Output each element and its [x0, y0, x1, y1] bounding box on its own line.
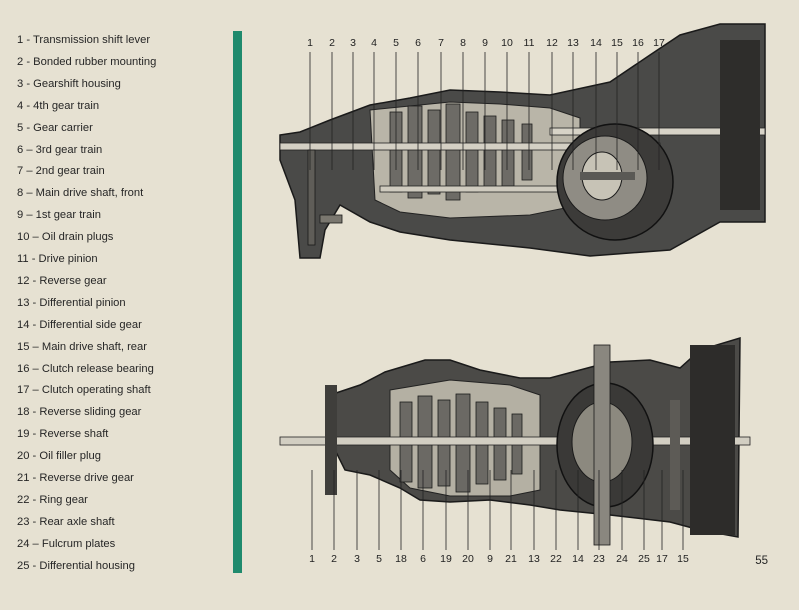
callout-number: 5: [376, 553, 382, 565]
legend-item: 6 – 3rd gear train: [17, 143, 103, 156]
callout-number: 8: [460, 37, 466, 49]
bottom-housing-drawing: [279, 336, 751, 546]
callout-number: 13: [528, 553, 540, 565]
callout-number: 23: [593, 553, 605, 565]
callout-number: 24: [616, 553, 628, 565]
callout-number: 9: [482, 37, 488, 49]
callout-number: 1: [307, 37, 313, 49]
callout-number: 2: [329, 37, 335, 49]
callout-number: 5: [393, 37, 399, 49]
legend-item: 19 - Reverse shaft: [17, 428, 109, 441]
top-callout-leaders: [309, 52, 660, 170]
callout-number: 17: [656, 553, 668, 565]
callout-number: 2: [331, 553, 337, 565]
callout-number: 19: [440, 553, 452, 565]
legend-item: 24 – Fulcrum plates: [17, 537, 116, 550]
legend-item: 18 - Reverse sliding gear: [17, 406, 142, 419]
top-housing-drawing: [279, 23, 766, 259]
legend-item: 7 – 2nd gear train: [17, 165, 105, 178]
callout-number: 14: [572, 553, 584, 565]
callout-number: 22: [550, 553, 562, 565]
legend-item: 23 - Rear axle shaft: [17, 515, 115, 528]
legend-item: 11 - Drive pinion: [17, 253, 98, 265]
callout-number: 3: [354, 553, 360, 565]
callout-number: 15: [677, 553, 689, 565]
callout-number: 15: [611, 37, 623, 49]
callout-number: 18: [395, 553, 407, 565]
legend-item: 20 - Oil filler plug: [17, 450, 101, 463]
legend-item: 3 - Gearshift housing: [17, 77, 121, 90]
callout-number: 10: [501, 37, 513, 49]
callout-number: 16: [632, 37, 644, 49]
legend-item: 1 - Transmission shift lever: [17, 34, 151, 46]
legend-item: 9 – 1st gear train: [17, 209, 101, 222]
legend-item: 15 – Main drive shaft, rear: [17, 340, 147, 353]
legend-item: 10 – Oil drain plugs: [17, 231, 114, 244]
callout-number: 1: [309, 553, 315, 565]
callout-number: 21: [505, 553, 517, 565]
page-number: 55: [755, 555, 768, 567]
callout-number: 6: [420, 553, 426, 565]
callout-number: 9: [487, 553, 493, 565]
callout-number: 6: [415, 37, 421, 49]
callout-number: 20: [462, 553, 474, 565]
callout-number: 14: [590, 37, 602, 49]
callout-number: 4: [371, 37, 377, 49]
callout-number: 17: [653, 37, 665, 49]
callout-number: 12: [546, 37, 558, 49]
legend-item: 16 – Clutch release bearing: [17, 362, 154, 375]
legend-item: 21 - Reverse drive gear: [17, 472, 134, 484]
legend-item: 5 - Gear carrier: [17, 121, 93, 134]
callout-number: 7: [438, 37, 444, 49]
legend-item: 22 - Ring gear: [17, 493, 88, 506]
parts-legend: 1 - Transmission shift lever 2 - Bonded r…: [0, 0, 230, 610]
bottom-callout-leaders: [311, 470, 684, 550]
legend-item: 25 - Differential housing: [17, 559, 135, 572]
legend-item: 17 – Clutch operating shaft: [17, 384, 151, 397]
legend-item: 4 - 4th gear train: [17, 99, 100, 112]
legend-item: 8 – Main drive shaft, front: [17, 187, 144, 200]
callout-number: 11: [524, 37, 535, 49]
callout-number: 13: [567, 37, 579, 49]
legend-item: 2 - Bonded rubber mounting: [17, 55, 157, 68]
callout-number: 25: [638, 553, 650, 565]
callout-number: 3: [350, 37, 356, 49]
legend-item: 12 - Reverse gear: [17, 274, 107, 287]
accent-divider-bar: [233, 31, 242, 573]
legend-item: 14 - Differential side gear: [17, 318, 142, 331]
legend-item: 13 - Differential pinion: [17, 296, 126, 309]
